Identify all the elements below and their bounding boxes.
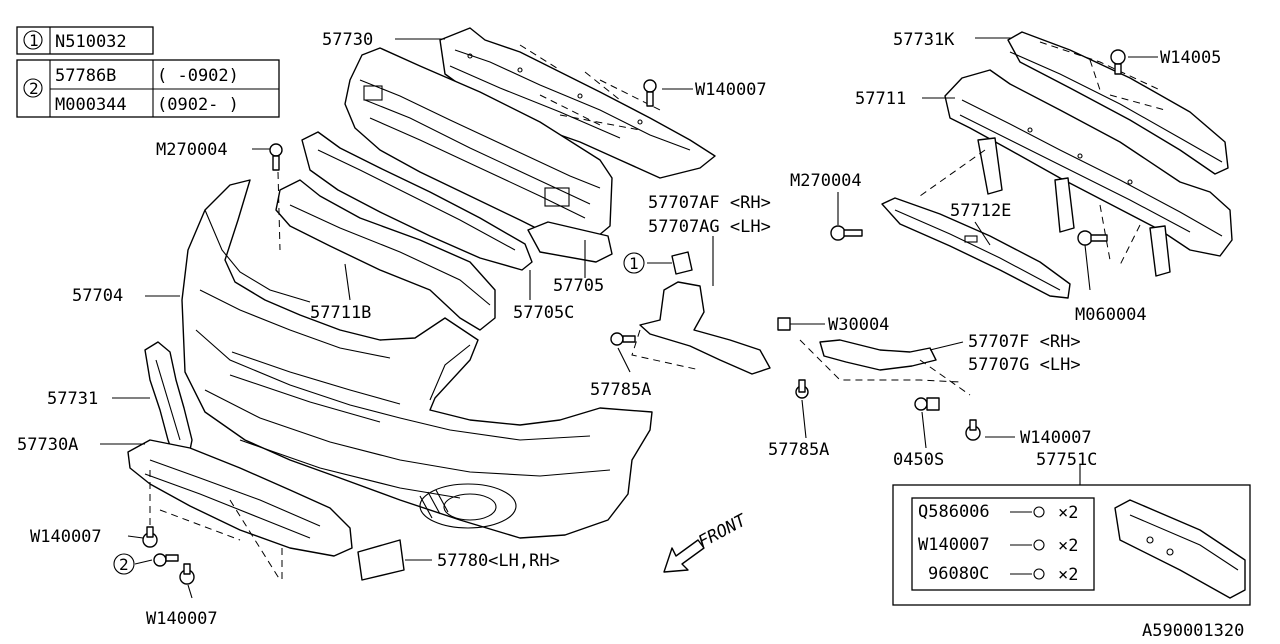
kit-item-qty: ×2: [1058, 565, 1078, 585]
kit-57751c-box: Q586006 ×2 W140007 ×2 96080C ×2: [892, 484, 1251, 606]
diagram-code: A590001320: [1142, 621, 1244, 640]
label-w140007: W140007: [30, 527, 102, 547]
part-57707f-bracket: [799, 339, 971, 396]
bolt-icon: [795, 379, 809, 399]
label-57730: 57730: [322, 30, 373, 50]
label-57705c: 57705C: [513, 303, 574, 323]
bolt-icon: [830, 225, 863, 241]
label-w140007: W140007: [695, 80, 767, 100]
label-57730a: 57730A: [17, 435, 78, 455]
legend-ref-1: 1: [29, 31, 39, 50]
label-w14005: W14005: [1160, 48, 1221, 68]
legend-table: 1 N510032 2 57786B ( -0902) M000344 (090…: [16, 26, 280, 118]
kit-item-qty: ×2: [1058, 503, 1078, 523]
label-57707af: 57707AF <RH>: [648, 193, 771, 213]
nut-icon: [777, 317, 791, 331]
front-label: FRONT: [695, 510, 751, 553]
part-57780-reflector: [357, 539, 405, 581]
label-m060004: M060004: [1075, 305, 1147, 325]
label-w140007: W140007: [146, 609, 218, 629]
label-57707f: 57707F <RH>: [968, 332, 1081, 352]
label-57751c: 57751C: [1036, 450, 1097, 470]
label-w30004: W30004: [828, 315, 889, 335]
label-m270004: M270004: [156, 140, 228, 160]
label-57707ag: 57707AG <LH>: [648, 217, 771, 237]
arrow-icon: [663, 539, 705, 573]
label-57711b: 57711B: [310, 303, 371, 323]
part-57707af-bracket: [631, 251, 771, 375]
legend-ref-2: 2: [29, 79, 39, 98]
label-w140007: W140007: [1020, 428, 1092, 448]
legend-part-n510032: N510032: [55, 32, 127, 52]
part-57712e-lower-beam: [881, 197, 1071, 299]
kit-item-part: Q586006: [918, 502, 990, 522]
legend-range-m000344: (0902- ): [157, 95, 239, 115]
label-57731: 57731: [47, 389, 98, 409]
ref-circle-2: 2: [113, 553, 135, 575]
ref-circle-1: 1: [623, 252, 645, 274]
label-57785a: 57785A: [590, 380, 651, 400]
bolt-icon: [1077, 230, 1108, 246]
part-57711b-beam: [275, 131, 533, 331]
label-57780: 57780<LH,RH>: [437, 551, 560, 571]
label-57711: 57711: [855, 89, 906, 109]
callout-labels: 57730 W140007 57731K W14005 57711 M27000…: [17, 30, 1244, 641]
part-57730-upper-panel: [439, 27, 716, 179]
clip-icon: [1110, 49, 1126, 75]
leader-lines: [100, 37, 1158, 599]
bolt-icon: [643, 79, 657, 107]
clip-icon: [965, 419, 981, 441]
label-m270004: M270004: [790, 171, 862, 191]
kit-item-row: W140007 ×2: [918, 535, 1078, 556]
label-57712e: 57712E: [950, 201, 1011, 221]
kit-item-part: W140007: [918, 535, 990, 555]
part-57731k-absorber: [1007, 31, 1229, 175]
label-57785a: 57785A: [768, 440, 829, 460]
front-arrow: FRONT: [663, 510, 751, 573]
part-57730a-undercover: [127, 439, 353, 581]
clip-icon: [142, 526, 158, 548]
legend-part-57786b: 57786B: [55, 66, 116, 86]
fasteners: [142, 49, 1126, 585]
kit-item-row: 96080C ×2: [928, 564, 1078, 585]
label-57705: 57705: [553, 276, 604, 296]
label-57731k: 57731K: [893, 30, 955, 50]
bolt-icon: [914, 397, 940, 411]
part-57705-shroud: [344, 47, 613, 263]
legend-range-57786b: ( -0902): [157, 66, 239, 86]
clip-icon: [179, 563, 195, 585]
ref-number: 1: [629, 254, 639, 273]
kit-item-qty: ×2: [1058, 536, 1078, 556]
label-57707g: 57707G <LH>: [968, 355, 1081, 375]
kit-item-part: 96080C: [928, 564, 989, 584]
part-57711-beam: [919, 69, 1233, 277]
legend-part-m000344: M000344: [55, 95, 127, 115]
bolt-icon: [610, 332, 636, 346]
ref-number: 2: [119, 555, 129, 574]
bolt-icon: [153, 553, 179, 567]
label-57704: 57704: [72, 286, 123, 306]
part-57704-bumper-face: [181, 179, 653, 539]
bolt-icon: [269, 143, 283, 171]
label-0450s: 0450S: [893, 450, 944, 470]
kit-item-row: Q586006 ×2: [918, 502, 1078, 523]
